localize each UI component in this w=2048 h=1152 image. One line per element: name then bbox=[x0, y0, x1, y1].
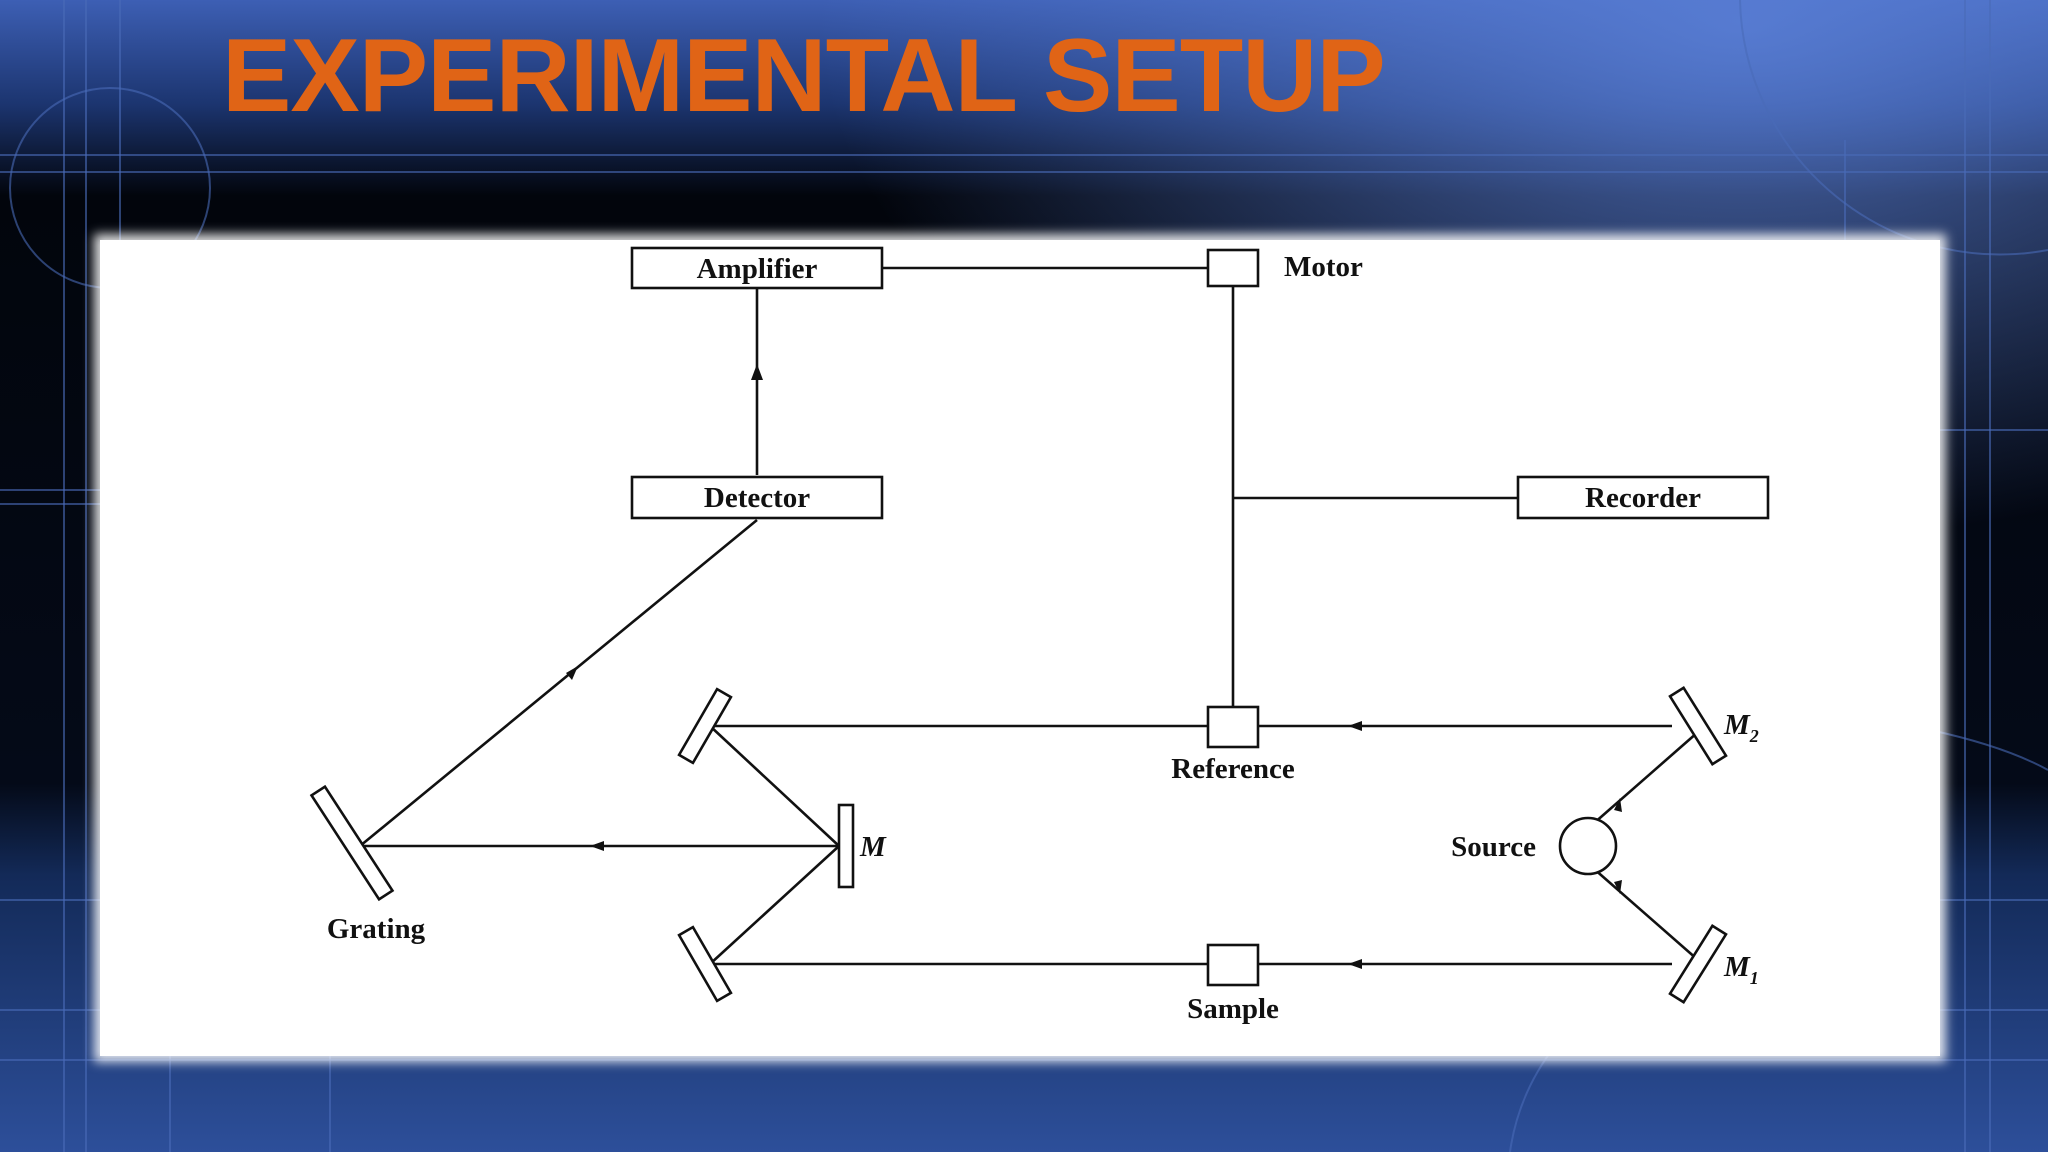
beam-sample-to-m bbox=[709, 845, 840, 965]
mirror-m1-label: M1 bbox=[1723, 951, 1759, 988]
mirror-upper-left bbox=[677, 687, 733, 765]
mirror-lower-left bbox=[677, 925, 733, 1003]
mirror-m1-letter: M bbox=[1723, 951, 1751, 983]
sample-beam-arrow bbox=[1348, 959, 1362, 969]
motor-label: Motor bbox=[1284, 251, 1363, 283]
mirror-m bbox=[837, 803, 855, 889]
mirror-m2-letter: M bbox=[1723, 709, 1751, 741]
spectrometer-diagram: Amplifier Motor Detector Recorder Refere… bbox=[309, 246, 1770, 1025]
beam-reference-to-m bbox=[709, 725, 840, 847]
source-label: Source bbox=[1451, 831, 1536, 863]
beam-source-to-m2 bbox=[1592, 731, 1699, 825]
grating-label: Grating bbox=[327, 913, 426, 945]
detector-amplifier-arrow bbox=[751, 364, 763, 380]
sample-cell bbox=[1206, 943, 1260, 987]
diagram-panel: Amplifier Motor Detector Recorder Refere… bbox=[100, 240, 1940, 1056]
recorder-label: Recorder bbox=[1585, 482, 1701, 514]
detector-label: Detector bbox=[704, 482, 810, 514]
sample-label: Sample bbox=[1187, 993, 1279, 1025]
mirror-m-label: M bbox=[859, 831, 887, 863]
mirror-m2 bbox=[1668, 686, 1728, 766]
amplifier-label: Amplifier bbox=[697, 253, 818, 285]
reference-cell bbox=[1206, 705, 1260, 749]
beam-source-to-m1 bbox=[1592, 867, 1699, 961]
beam-grating-to-detector-arrow bbox=[566, 666, 578, 680]
detector-box bbox=[630, 475, 884, 520]
beam-source-to-m1-arrow bbox=[1614, 880, 1622, 894]
mirror-m2-subscript: 2 bbox=[1749, 726, 1759, 746]
slide-title: EXPERIMENTAL SETUP bbox=[222, 18, 1386, 134]
mirror-m2-label: M2 bbox=[1723, 709, 1759, 746]
reference-beam-arrow bbox=[1348, 721, 1362, 731]
source-circle bbox=[1558, 816, 1618, 876]
beam-m-to-grating-arrow bbox=[590, 841, 604, 851]
motor-box bbox=[1206, 248, 1260, 288]
amplifier-box bbox=[630, 246, 884, 290]
mirror-m1-subscript: 1 bbox=[1750, 968, 1759, 988]
beam-source-to-m2-arrow bbox=[1614, 798, 1622, 812]
beam-grating-to-detector bbox=[359, 518, 758, 848]
grating bbox=[309, 784, 395, 902]
mirror-m1 bbox=[1668, 924, 1728, 1004]
reference-label: Reference bbox=[1171, 753, 1295, 785]
recorder-box bbox=[1516, 475, 1770, 520]
